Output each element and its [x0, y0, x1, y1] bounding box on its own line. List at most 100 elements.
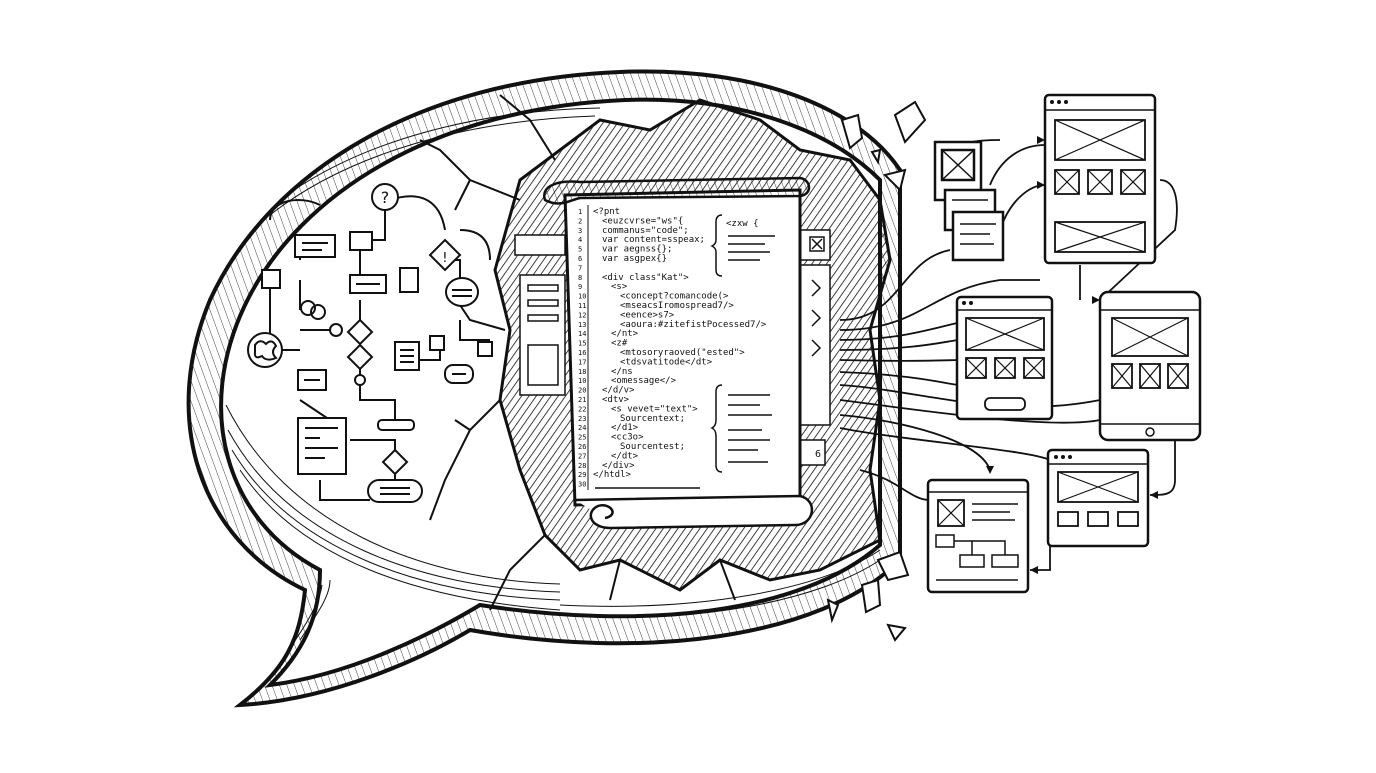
code-line-number: 2: [578, 217, 582, 225]
code-line-number: 23: [578, 415, 586, 423]
code-line: <omessage</>: [611, 376, 677, 386]
code-line-number: 10: [578, 377, 586, 385]
flow-bar: [377, 419, 415, 431]
code-line: </htdl>: [593, 470, 632, 480]
code-line: var asgpex{}: [602, 254, 667, 264]
code-line-number: 8: [578, 274, 582, 282]
shard: [840, 113, 864, 150]
code-line-number: 16: [578, 349, 586, 357]
code-line-number: 29: [578, 471, 586, 479]
link-icon: [300, 300, 326, 320]
flow-box: [294, 234, 336, 258]
code-line-number: 4: [578, 236, 582, 244]
code-line-number: 13: [578, 321, 586, 329]
code-line-number: 5: [578, 246, 582, 254]
code-line: <mtosoryraoved("ested">: [620, 348, 745, 358]
shard: [860, 578, 882, 614]
code-line-number: 22: [578, 405, 586, 413]
code-line: <euzcvrse="ws"{: [602, 216, 683, 226]
code-line: <aoura:#zitefistPocessed7/>: [620, 320, 767, 330]
code-line: <dtv>: [602, 395, 630, 405]
code-line: <s vevet="text">: [611, 404, 698, 414]
code-line-number: 11: [578, 302, 586, 310]
code-line-number: 24: [578, 424, 586, 432]
code-line: </nt>: [611, 329, 639, 339]
decision-diamond: [381, 448, 409, 476]
code-line-number: 20: [578, 387, 586, 395]
code-line-number: 17: [578, 358, 586, 366]
code-inset-label: <zxw {: [726, 219, 759, 229]
shard: [876, 550, 910, 582]
code-line-number: 25: [578, 434, 586, 442]
wireframe-tablet: [1098, 290, 1202, 442]
code-line-number: 9: [578, 283, 582, 291]
shard: [886, 623, 907, 642]
code-line: </div>: [602, 461, 635, 471]
code-line: <cc3o>: [611, 433, 644, 443]
close-icon: [809, 236, 825, 252]
wireframe-card-stack: [933, 140, 1005, 262]
brain-icon: [247, 332, 283, 368]
flow-node: [354, 374, 366, 386]
server-racks: [514, 229, 831, 466]
code-line: <eence>s7>: [620, 310, 675, 320]
flow-box: [477, 341, 493, 357]
code-line-number: 6: [578, 255, 582, 263]
code-line: </dt>: [611, 451, 639, 461]
flow-box: [349, 231, 373, 251]
shard: [893, 100, 927, 144]
code-line: <concept?comancode(>: [620, 292, 729, 302]
question-icon: ?: [371, 183, 399, 211]
code-line: </d1>: [611, 423, 639, 433]
flow-pill: [367, 479, 423, 503]
code-line-number: 27: [578, 452, 586, 460]
code-line: var content=sspeax;: [602, 235, 705, 245]
flowchart: ? !: [247, 183, 493, 503]
code-line: Sourcentext;: [620, 414, 685, 424]
shard: [826, 598, 840, 624]
code-line-number: 26: [578, 443, 586, 451]
wireframe-browser-bottom-right: [1046, 448, 1150, 548]
shard: [883, 168, 907, 192]
scroll-bottom-curl: [574, 494, 813, 530]
code-line: <s>: [611, 282, 628, 292]
flow-box: [399, 267, 419, 293]
flow-node: [329, 323, 343, 337]
shards: [826, 100, 927, 642]
code-line-number: 14: [578, 330, 586, 338]
code-line-number: 18: [578, 368, 586, 376]
flow-oval: [445, 277, 479, 307]
code-line: <?pnt: [593, 207, 620, 217]
wireframe-browser-top: [1043, 93, 1157, 265]
code-brace-blocks: [710, 214, 723, 473]
decision-diamond: [346, 343, 374, 371]
flow-box: [261, 269, 281, 289]
code-line-number: 12: [578, 311, 586, 319]
scroll-top-curl: [543, 176, 811, 205]
wireframes: [926, 93, 1202, 594]
code-line: <div class"Kat">: [602, 273, 689, 283]
code-line-number: 21: [578, 396, 586, 404]
code-line-number: 30: [578, 481, 586, 489]
code-line: <z#: [611, 339, 628, 349]
code-line-number: 7: [578, 264, 582, 272]
side-chevrons: [811, 279, 822, 357]
svg-text:!: !: [441, 251, 449, 266]
wireframe-browser-bottom: [926, 478, 1030, 594]
code-line: var aegnss{};: [602, 245, 672, 255]
flow-document: [297, 417, 347, 475]
bubble-engraving: [225, 107, 881, 656]
code-scroll: 1234567891011121314151617181020212223242…: [543, 176, 813, 530]
flow-box: [429, 335, 445, 351]
wireframe-browser-mid: [955, 295, 1054, 421]
code-line-number: 28: [578, 462, 586, 470]
code-line-number: 1: [578, 208, 582, 216]
side-digit: 6: [815, 449, 821, 460]
warning-icon: !: [428, 238, 462, 272]
code-line-number: 3: [578, 227, 582, 235]
code-line: <mseacsIromospread7/>: [620, 301, 734, 311]
code-line: </d/v>: [602, 386, 635, 396]
code-lines: 1234567891011121314151617181020212223242…: [578, 207, 767, 489]
